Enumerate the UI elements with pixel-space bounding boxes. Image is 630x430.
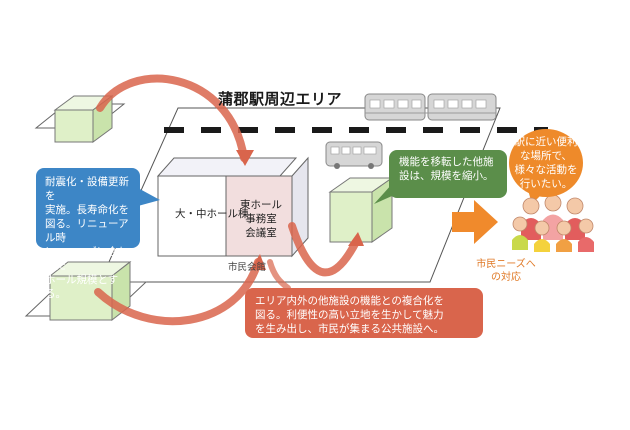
- orange-line-3: 様々な活動を: [514, 164, 578, 176]
- citizen-wish-bubble: 駅に近い便利 な場所で、 様々な活動を 行いたい。: [509, 129, 583, 197]
- big-orange-arrow: [452, 200, 498, 244]
- red-line-2: 図る。利便性の高い立地を生かして魅力: [255, 309, 444, 321]
- integration-callout: エリア内外の他施設の機能との複合化を 図る。利便性の高い立地を生かして魅力 を生…: [245, 288, 483, 338]
- blue-line-4: に、ニーズに合わせた: [45, 246, 129, 272]
- blue-line-2: 実施。長寿命化を: [45, 204, 129, 216]
- red-line-1: エリア内外の他施設の機能との複合化を: [255, 295, 444, 307]
- green-line-2: 設は、規模を縮小。: [399, 170, 494, 182]
- civic-hall-caption: 市民会館: [228, 262, 267, 273]
- east-hall-line-2: 事務室: [245, 213, 277, 225]
- large-medium-hall-label: 大・中ホール棟: [175, 208, 249, 220]
- renovation-callout: 耐震化・設備更新を 実施。長寿命化を 図る。リニューアル時 に、ニーズに合わせた…: [36, 168, 140, 300]
- green-callout-tail: [374, 184, 392, 204]
- citizen-needs-label: 市民ニーズへ の対応: [471, 258, 541, 284]
- arrow-hall-to-right-cube: [288, 222, 360, 277]
- arrowhead-bottom: [250, 254, 266, 270]
- train-icon: [364, 93, 497, 121]
- blue-line-1: 耐震化・設備更新を: [45, 176, 129, 202]
- green-line-1: 機能を移転した他施: [399, 156, 494, 168]
- orange-line-1: 駅に近い便利: [514, 136, 578, 148]
- blue-callout-tail: [138, 188, 160, 206]
- orange-line-4: 行いたい。: [519, 178, 573, 190]
- arrow-to-red-callout: [267, 259, 291, 291]
- facility-cube-right: [328, 177, 394, 243]
- orange-line-2: な場所で、: [519, 150, 573, 162]
- east-hall-office-label: 東ホール 事務室 会議室: [233, 198, 289, 240]
- blue-line-5: ホール規模とする。: [45, 274, 119, 300]
- citizen-wish-text: 駅に近い便利 な場所で、 様々な活動を 行いたい。: [515, 135, 578, 191]
- needs-line-2: の対応: [491, 272, 521, 283]
- east-hall-line-3: 会議室: [245, 227, 277, 239]
- arrowhead-right: [348, 232, 364, 246]
- east-hall-line-1: 東ホール: [240, 199, 282, 211]
- arrow-top-to-hall: [96, 74, 248, 162]
- area-title: 蒲郡駅周辺エリア: [218, 90, 343, 108]
- needs-line-1: 市民ニーズへ: [476, 259, 536, 270]
- civic-hall-building: [156, 156, 309, 258]
- reduce-scale-callout: 機能を移転した他施 設は、規模を縮小。: [389, 150, 507, 198]
- red-line-3: を生み出し、市民が集まる公共施設へ。: [255, 323, 444, 335]
- arrow-bottom-to-hall: [94, 258, 262, 326]
- blue-line-3: 図る。リニューアル時: [45, 218, 129, 244]
- facility-cube-top-left: [34, 95, 126, 143]
- citizens-group-icon: [512, 194, 594, 252]
- arrowhead-top: [236, 150, 254, 166]
- bus-icon: [325, 141, 383, 169]
